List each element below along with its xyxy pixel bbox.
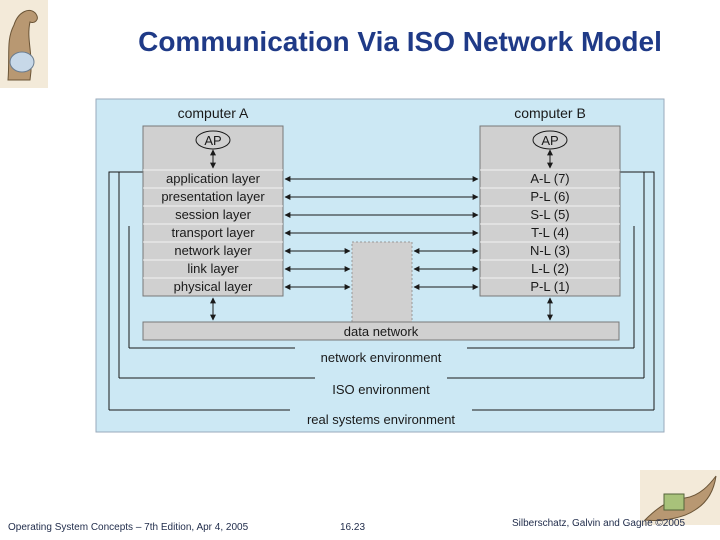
ap-a-ellipse xyxy=(195,130,231,150)
computer-b-label: computer B xyxy=(514,105,586,121)
layer-a-transport: transport layer xyxy=(171,225,255,240)
layer-b-5: S-L (5) xyxy=(530,207,569,222)
layer-b-4: T-L (4) xyxy=(531,225,569,240)
footer-course-info: Operating System Concepts – 7th Edition,… xyxy=(8,522,249,533)
layer-b-1: P-L (1) xyxy=(530,279,569,294)
intermediate-node xyxy=(351,241,413,323)
layer-a-presentation: presentation layer xyxy=(161,189,265,204)
ap-b-ellipse xyxy=(532,130,568,150)
layer-a-link: link layer xyxy=(187,261,239,276)
layer-a-physical: physical layer xyxy=(174,279,253,294)
network-env-label: network environment xyxy=(321,350,442,365)
iso-network-diagram: computer A computer B AP AP application … xyxy=(95,98,665,433)
layer-b-2: L-L (2) xyxy=(531,261,569,276)
real-env-label: real systems environment xyxy=(307,412,455,427)
layer-b-3: N-L (3) xyxy=(530,243,570,258)
layer-a-network: network layer xyxy=(174,243,252,258)
footer-copyright: Silberschatz, Galvin and Gagne ©2005 xyxy=(512,518,686,529)
layer-b-6: P-L (6) xyxy=(530,189,569,204)
real-env-boundary xyxy=(108,171,143,410)
ap-a-label: AP xyxy=(204,133,221,148)
data-network-label: data network xyxy=(344,324,419,339)
iso-env-label: ISO environment xyxy=(332,382,430,397)
dinosaur-logo-bottom xyxy=(640,470,720,525)
ap-b-label: AP xyxy=(541,133,558,148)
slide-title: Communication Via ISO Network Model xyxy=(138,26,662,57)
layer-a-application: application layer xyxy=(166,171,261,186)
layer-separators-a xyxy=(143,169,283,279)
layer-separators-b xyxy=(480,169,620,279)
layer-a-session: session layer xyxy=(175,207,252,222)
computer-a-label: computer A xyxy=(178,105,249,121)
data-network-bar xyxy=(142,321,620,341)
footer-slide-number: 16.23 xyxy=(340,522,366,533)
dinosaur-logo-top xyxy=(0,0,48,88)
layer-b-7: A-L (7) xyxy=(530,171,569,186)
